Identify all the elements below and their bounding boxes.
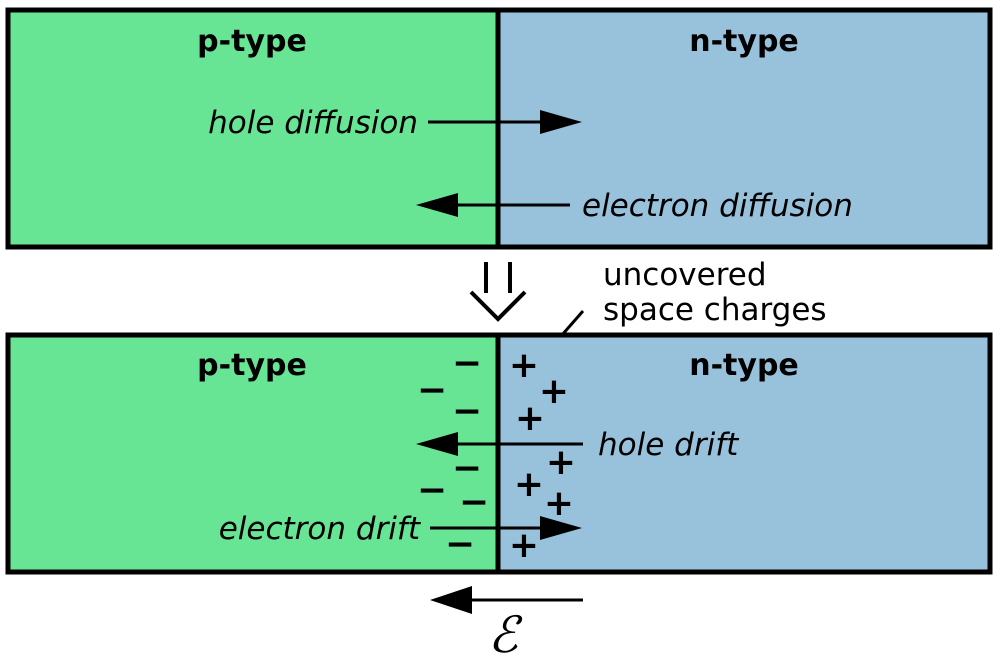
bottom-panel: p-type n-type − − − − − − − + + + + + + … bbox=[5, 332, 993, 575]
annotation-line1: uncovered bbox=[603, 257, 767, 293]
annotation-line2: space charges bbox=[603, 292, 827, 328]
negative-charge: − bbox=[417, 370, 447, 411]
top-panel: p-type n-type hole diffusion electron di… bbox=[5, 7, 993, 250]
bottom-n-type-label: n-type bbox=[689, 348, 799, 383]
bottom-p-type-label: p-type bbox=[197, 348, 307, 383]
top-p-type-label: p-type bbox=[197, 24, 307, 59]
positive-charge: + bbox=[544, 483, 574, 524]
positive-charge: + bbox=[509, 345, 539, 386]
negative-charge: − bbox=[452, 343, 482, 384]
electron-diffusion-arrow bbox=[416, 193, 570, 217]
positive-charge: + bbox=[546, 442, 576, 483]
hollow-down-arrow-icon bbox=[469, 262, 527, 322]
bottom-n-region bbox=[498, 335, 990, 572]
hole-diffusion-label: hole diffusion bbox=[208, 105, 418, 141]
positive-charge: + bbox=[539, 371, 569, 412]
electric-field-symbol: ℰ bbox=[488, 606, 523, 663]
electron-drift-arrow bbox=[430, 516, 582, 540]
negative-charge: − bbox=[445, 524, 475, 565]
negative-charge: − bbox=[417, 470, 447, 511]
positive-space-charges: + + + + + + + bbox=[509, 345, 576, 566]
bottom-p-region bbox=[8, 335, 498, 572]
negative-charge: − bbox=[459, 482, 489, 523]
top-n-type-label: n-type bbox=[689, 24, 799, 59]
positive-charge: + bbox=[514, 464, 544, 505]
hole-drift-arrow bbox=[416, 432, 583, 456]
space-charge-annotation: uncovered space charges bbox=[539, 257, 827, 360]
hole-drift-label: hole drift bbox=[598, 427, 740, 463]
electron-diffusion-label: electron diffusion bbox=[582, 188, 853, 224]
positive-charge: + bbox=[509, 525, 539, 566]
top-n-region bbox=[498, 10, 990, 247]
electron-drift-label: electron drift bbox=[219, 511, 422, 547]
negative-charge: − bbox=[452, 391, 482, 432]
hole-diffusion-arrow bbox=[428, 110, 582, 134]
top-p-region bbox=[8, 10, 498, 247]
positive-charge: + bbox=[515, 398, 545, 439]
electric-field-arrow bbox=[430, 586, 583, 614]
